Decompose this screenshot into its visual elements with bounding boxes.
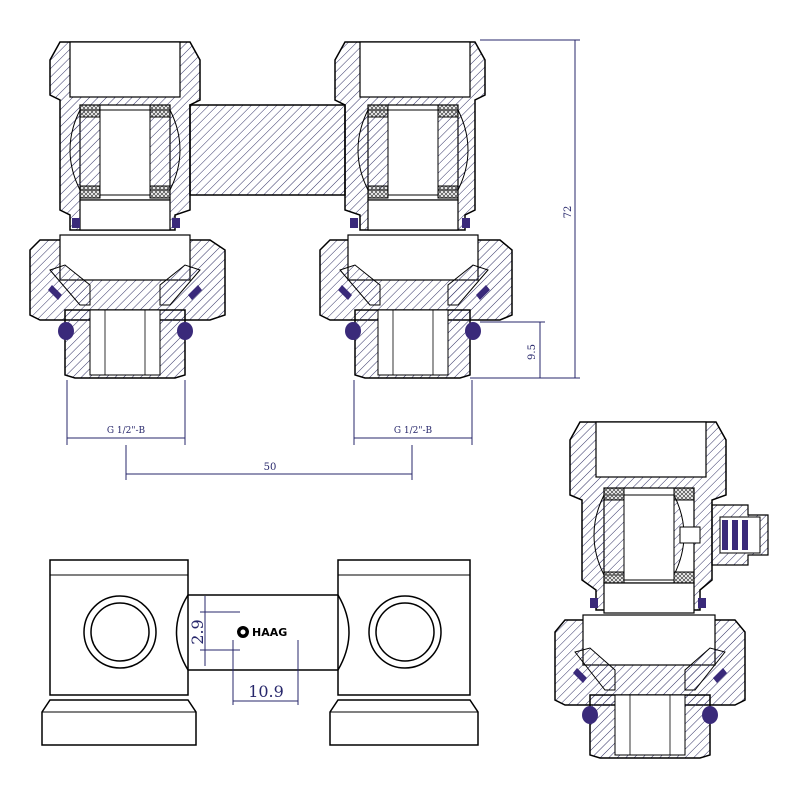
dimension-logo: [200, 596, 299, 705]
dimension-label-logo-height: 2.9: [188, 619, 207, 644]
dimension-label-center-distance: 50: [264, 462, 277, 473]
top-section-view: 72 9.5 G 1/2"-B G 1/2"-B 50: [29, 39, 580, 480]
right-valve-section: [319, 41, 513, 379]
side-section-view: [554, 421, 769, 759]
dimension-thread-left: [66, 380, 186, 445]
haag-logo: HAAG: [237, 626, 287, 639]
dimension-label-thread-right: G 1/2"-B: [394, 426, 433, 436]
dimension-label-height: 72: [563, 206, 574, 219]
dimension-center-distance: [125, 445, 413, 480]
dimension-thread-length: [470, 321, 545, 379]
front-view: [41, 559, 479, 746]
dimension-label-thread-left: G 1/2"-B: [107, 426, 146, 436]
dimension-label-thread-length: 9.5: [527, 344, 538, 360]
bridge-hatched: [189, 104, 346, 196]
dimension-label-logo-width: 10.9: [248, 682, 284, 701]
dimension-thread-right: [353, 380, 473, 445]
left-valve-section: [29, 41, 226, 379]
logo-text: HAAG: [252, 626, 287, 639]
